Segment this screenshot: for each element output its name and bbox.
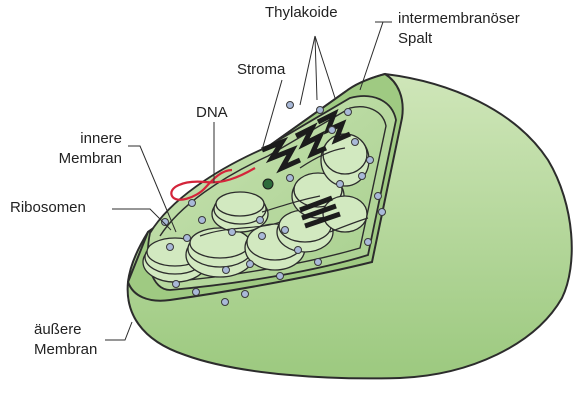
dna-anchor xyxy=(263,179,273,189)
label-ribosomes: Ribosomen xyxy=(10,199,86,217)
label-outer-membrane-line2: Membran xyxy=(34,341,97,359)
label-intermembrane-space-line2: Spalt xyxy=(398,30,432,48)
label-inner-membrane-line1: innere xyxy=(50,130,122,148)
label-outer-membrane-line1: äußere xyxy=(34,321,82,339)
label-thylakoide: Thylakoide xyxy=(265,4,338,22)
label-dna: DNA xyxy=(196,104,228,122)
label-stroma: Stroma xyxy=(237,61,285,79)
label-intermembrane-space-line1: intermembranöser xyxy=(398,10,520,28)
label-inner-membrane-line2: Membran xyxy=(50,150,122,168)
